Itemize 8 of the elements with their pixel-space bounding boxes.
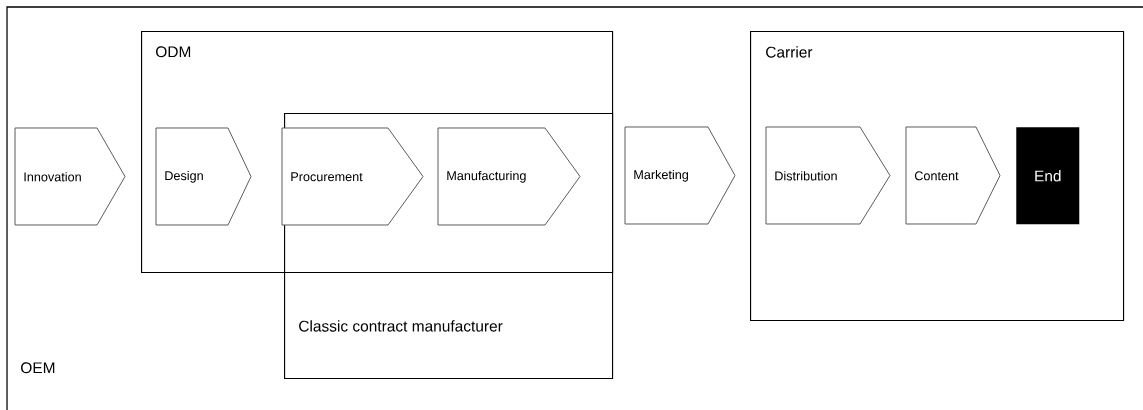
chevron-step: Content bbox=[905, 126, 1001, 225]
chevron-step: Procurement bbox=[281, 127, 424, 226]
chevron-step: Manufacturing bbox=[437, 127, 581, 226]
end-box: End bbox=[1016, 127, 1080, 225]
chevron-step: Distribution bbox=[765, 126, 891, 225]
chevron-step: Innovation bbox=[14, 127, 126, 226]
chevron-step: Design bbox=[155, 127, 252, 226]
chevron-step: Marketing bbox=[624, 126, 736, 225]
